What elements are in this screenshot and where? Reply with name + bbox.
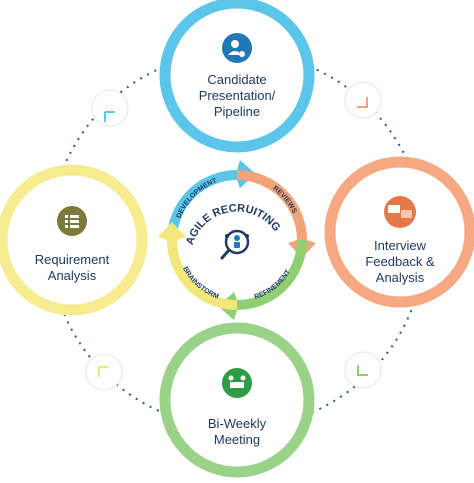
node-bottom-label: Bi-Weekly Meeting <box>187 416 287 448</box>
arrow-reviews <box>237 170 316 258</box>
corner-badge-bottom-left <box>85 353 123 391</box>
magnifier-person-icon <box>220 229 250 260</box>
node-left <box>0 164 148 316</box>
node-bottom-line-2: Meeting <box>213 432 261 447</box>
node-right-line-2: Feedback & <box>365 254 435 269</box>
corner-badge-top-right <box>344 81 382 119</box>
node-top-label: Candidate Presentation/ Pipeline <box>182 72 292 120</box>
agile-cycle: DEVELOPMENT REVIEWS REFINEMENT BRAINSTOR… <box>158 160 316 320</box>
node-left-line-1: Requirement <box>34 252 110 267</box>
candidate-icon <box>222 33 252 63</box>
list-icon <box>57 206 87 236</box>
arrow-brainstorm <box>158 222 237 310</box>
node-right-line-1: Interview <box>373 238 427 253</box>
node-right-label: Interview Feedback & Analysis <box>350 238 450 286</box>
meeting-icon <box>222 368 252 398</box>
corner-badge-bottom-right <box>344 351 382 389</box>
node-top-line-2: Presentation/ <box>198 88 276 103</box>
node-top <box>159 0 315 153</box>
corner-badge-top-left <box>91 89 129 127</box>
node-right-line-3: Analysis <box>375 270 425 285</box>
node-bottom-line-1: Bi-Weekly <box>207 416 267 431</box>
node-top-line-3: Pipeline <box>213 104 261 119</box>
node-left-label: Requirement Analysis <box>22 252 122 284</box>
node-top-line-1: Candidate <box>207 72 267 87</box>
chat-icon <box>384 196 416 228</box>
arrow-development <box>167 160 256 240</box>
arrow-refinement <box>218 240 307 320</box>
node-right <box>324 156 474 308</box>
node-left-line-2: Analysis <box>47 268 97 283</box>
node-bottom <box>159 322 315 478</box>
